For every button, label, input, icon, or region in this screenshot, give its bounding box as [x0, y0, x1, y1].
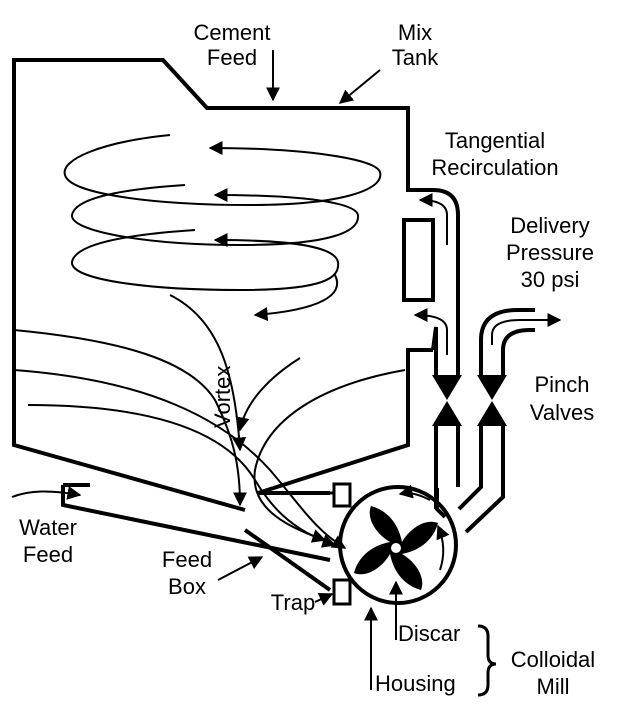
- mill-rotation-arrow-top: [398, 484, 431, 501]
- colloidal-mill-bracket: [477, 624, 497, 697]
- label-water-line2: Feed: [23, 542, 73, 567]
- label-pinch-line1: Pinch: [534, 372, 589, 397]
- mix-tank-outline: [12, 58, 433, 512]
- label-delivery-line3: 30 psi: [521, 267, 580, 292]
- label-pinch-line2: Valves: [530, 400, 594, 425]
- discar-rotor: [354, 506, 438, 590]
- mill-housing: [338, 485, 458, 605]
- label-delivery-line1: Delivery: [510, 213, 589, 238]
- label-vortex: Vortex: [210, 366, 235, 428]
- label-discar: Discar: [398, 621, 460, 646]
- recirculation-flow-arrow-bottom: [413, 308, 448, 355]
- water-feed-arrow: [11, 486, 82, 500]
- label-mix-tank-line1: Mix: [398, 20, 432, 45]
- label-feedbox-line1: Feed: [162, 547, 212, 572]
- mix-tank-pointer: [338, 69, 381, 104]
- pinch-valve-recirc: [432, 375, 462, 426]
- recirculation-inlet: [402, 218, 435, 302]
- label-delivery-line2: Pressure: [506, 240, 594, 265]
- delivery-flow-arrow: [491, 313, 562, 345]
- vortex-swirl: [63, 134, 382, 322]
- label-tangential-line2: Recirculation: [431, 155, 558, 180]
- trap-pointer: [314, 593, 334, 606]
- label-housing: Housing: [375, 671, 456, 696]
- trap-upper: [332, 482, 352, 508]
- pinch-valve-delivery: [477, 375, 507, 426]
- delivery-pipe: [457, 308, 535, 534]
- label-cement-feed-line1: Cement: [193, 20, 270, 45]
- label-tangential-line1: Tangential: [445, 128, 545, 153]
- label-trap: Trap: [271, 590, 315, 615]
- feed-box-floor: [243, 528, 332, 592]
- recirculation-pipe: [431, 188, 460, 509]
- trap-lower: [332, 578, 352, 606]
- label-colloidal-line2: Mill: [537, 674, 570, 699]
- vortex-flow-lines: [13, 294, 406, 549]
- mill-housing-tangent: [435, 488, 447, 519]
- label-water-line1: Water: [19, 515, 77, 540]
- label-colloidal-line1: Colloidal: [511, 647, 595, 672]
- label-feedbox-line2: Box: [168, 574, 206, 599]
- mill-rotation-arrow-right: [436, 524, 450, 571]
- label-mix-tank-line2: Tank: [392, 45, 439, 70]
- recirculation-flow-arrow-top: [418, 193, 448, 245]
- feed-box-pointer: [217, 556, 264, 581]
- label-cement-feed-line2: Feed: [207, 45, 257, 70]
